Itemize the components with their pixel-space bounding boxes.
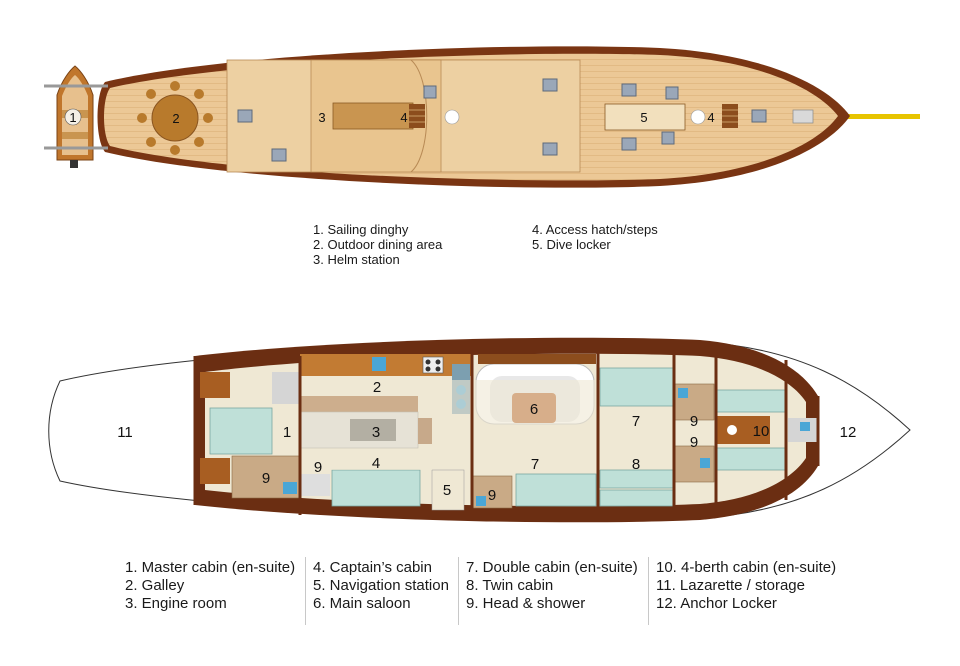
marker-1: 1 (283, 424, 291, 441)
marker-4-fore: 4 (707, 110, 714, 125)
legend-item: 2. Outdoor dining area (313, 237, 443, 252)
marker-8: 8 (632, 456, 640, 473)
four-berth-cabin-berth-1 (715, 389, 787, 413)
marker-9-stbd: 9 (690, 434, 698, 451)
upper-legend-left: 1. Sailing dinghy 2. Outdoor dining area… (313, 222, 442, 267)
legend-item: 8. Twin cabin (466, 577, 554, 594)
marker-4: 4 (372, 455, 380, 472)
marker-2: 2 (373, 379, 381, 396)
legend-item: 3. Helm station (313, 252, 400, 267)
double-cabin-berth (515, 473, 597, 507)
marker-9-master: 9 (262, 470, 270, 487)
corridor (300, 380, 674, 470)
upper-deck-markers: 1 2 3 4 5 4 (64, 108, 715, 126)
legend-item: 10. 4-berth cabin (en-suite) (656, 559, 837, 576)
legend-item: 5. Navigation station (313, 577, 449, 594)
deck-hatches (237, 78, 767, 162)
marker-1: 1 (69, 110, 76, 125)
marker-11: 11 (117, 424, 133, 441)
captains-cabin-berth (331, 469, 421, 507)
legend-item: 1. Sailing dinghy (313, 222, 409, 237)
marker-6: 6 (530, 401, 538, 418)
legend-divider (305, 557, 306, 625)
legend-item: 1. Master cabin (en-suite) (125, 559, 296, 576)
dining-table (137, 81, 213, 155)
upper-legend-right: 4. Access hatch/steps 5. Dive locker (532, 222, 658, 252)
lower-deck-markers: 11 1 2 3 4 5 6 7 7 8 9 9 9 9 9 10 12 (117, 379, 856, 504)
marker-9-double: 9 (488, 487, 496, 504)
marker-10: 10 (753, 423, 770, 440)
marker-12: 12 (840, 424, 857, 441)
legend-item: 4. Access hatch/steps (532, 222, 658, 237)
legend-item: 12. Anchor Locker (656, 595, 777, 612)
windlass (792, 109, 814, 124)
lower-legend-col-1: 1. Master cabin (en-suite) 2. Galley 3. … (125, 559, 295, 613)
lower-legend-col-2: 4. Captain’s cabin 5. Navigation station… (313, 559, 449, 613)
legend-item: 7. Double cabin (en-suite) (466, 559, 638, 576)
legend-divider (648, 557, 649, 625)
twin-cabin-berth-2 (599, 489, 675, 507)
double-cabin-fwd-berth (599, 367, 675, 407)
legend-item: 9. Head & shower (466, 595, 586, 612)
legend-item: 6. Main saloon (313, 595, 411, 612)
legend-item: 3. Engine room (125, 595, 227, 612)
marker-2: 2 (172, 111, 179, 126)
legend-item: 2. Galley (125, 577, 185, 594)
legend-item: 5. Dive locker (532, 237, 611, 252)
master-cabin-berth (209, 407, 273, 455)
marker-9-port: 9 (690, 413, 698, 430)
mast-fore (690, 109, 706, 125)
lower-deck-plan: 11 1 2 3 4 5 6 7 7 8 9 9 9 9 9 10 12 (48, 337, 911, 523)
marker-dinghy (64, 108, 82, 126)
upper-deck-plan: 1 2 3 4 5 4 (44, 46, 920, 188)
marker-5: 5 (640, 110, 647, 125)
mast-aft (444, 109, 460, 125)
marker-3: 3 (372, 424, 380, 441)
legend-item: 4. Captain’s cabin (313, 559, 432, 576)
dive-locker (604, 103, 686, 131)
bowsprit (830, 114, 920, 119)
navigation-station (431, 469, 465, 511)
marker-9-captain: 9 (314, 459, 322, 476)
helm-console (332, 102, 414, 130)
marker-7-port: 7 (632, 413, 640, 430)
legend-divider (458, 557, 459, 625)
lower-legend-col-4: 10. 4-berth cabin (en-suite) 11. Lazaret… (656, 559, 836, 613)
four-berth-cabin-berth-2 (715, 447, 787, 471)
marker-5: 5 (443, 482, 451, 499)
legend-item: 11. Lazarette / storage (656, 577, 805, 594)
marker-3: 3 (318, 110, 325, 125)
marker-4-aft: 4 (400, 110, 407, 125)
marker-7-stbd: 7 (531, 456, 539, 473)
lower-legend-col-3: 7. Double cabin (en-suite) 8. Twin cabin… (466, 559, 638, 613)
